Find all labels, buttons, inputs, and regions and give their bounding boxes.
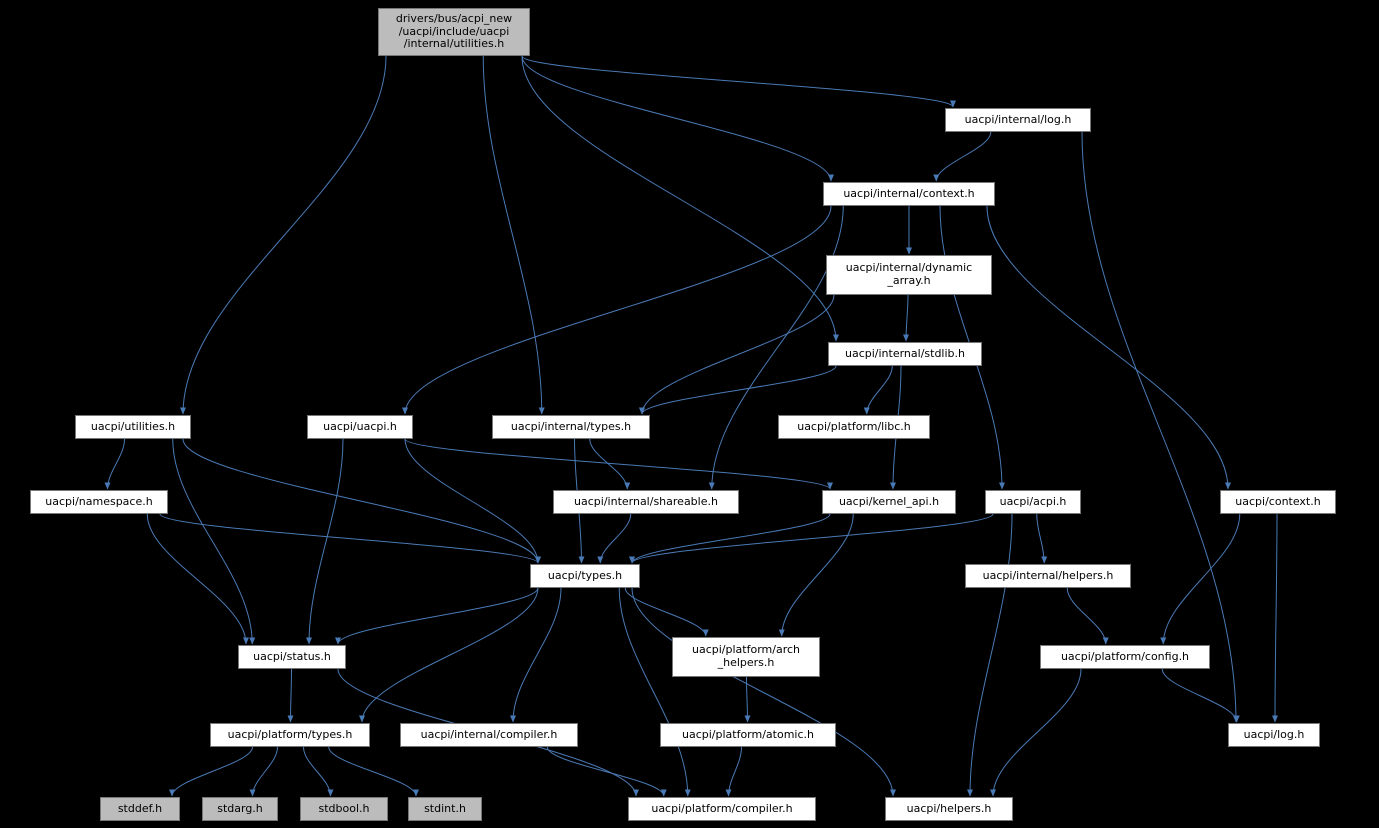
edge-kernel-api--arch-helpers <box>778 513 854 637</box>
graph-node-internal-context[interactable]: uacpi/internal/context.h <box>823 182 995 206</box>
edge-types--helpers <box>631 587 896 797</box>
edge-root--internal-context <box>521 55 834 182</box>
graph-node-stdint: stdint.h <box>408 797 482 821</box>
edge-platform-types--stdarg <box>249 746 278 797</box>
graph-node-log[interactable]: uacpi/log.h <box>1228 723 1320 747</box>
graph-node-internal-log[interactable]: uacpi/internal/log.h <box>945 108 1091 132</box>
edge-internal-log--log <box>1081 131 1239 723</box>
edge-root--internal-stdlib <box>521 55 839 342</box>
edge-kernel-api--types <box>629 513 831 564</box>
edge-root--internal-log <box>521 55 956 108</box>
edge-platform-types--stdbool <box>303 746 334 797</box>
edge-platform-types--stdint <box>328 746 419 797</box>
edge-internal-stdlib--platform-libc <box>863 365 893 415</box>
graph-node-uacpi[interactable]: uacpi/uacpi.h <box>307 415 413 439</box>
edge-types--platform-types <box>359 587 539 723</box>
edge-types--status <box>335 587 539 645</box>
graph-node-context[interactable]: uacpi/context.h <box>1220 490 1336 514</box>
graph-node-stdbool: stdbool.h <box>300 797 388 821</box>
edge-types--platform-compiler <box>618 587 691 797</box>
graph-node-platform-config[interactable]: uacpi/platform/config.h <box>1040 645 1210 669</box>
edge-internal-context--internal-shareable <box>708 205 844 490</box>
edge-platform-types--stddef <box>169 746 253 797</box>
edge-context--platform-config <box>1160 513 1241 645</box>
graph-node-helpers[interactable]: uacpi/helpers.h <box>885 797 1013 821</box>
edge-dynamic-array--internal-stdlib <box>903 294 910 342</box>
graph-node-arch-helpers[interactable]: uacpi/platform/arch _helpers.h <box>672 637 820 677</box>
graph-node-internal-helpers[interactable]: uacpi/internal/helpers.h <box>965 564 1131 588</box>
edge-internal-helpers--platform-config <box>1066 587 1109 645</box>
edge-root--utilities <box>180 55 387 415</box>
edge-acpi--helpers <box>967 513 1013 797</box>
edge-internal-stdlib--internal-types <box>639 365 837 415</box>
graph-node-status[interactable]: uacpi/status.h <box>238 645 346 669</box>
graph-node-internal-stdlib[interactable]: uacpi/internal/stdlib.h <box>828 342 982 366</box>
edge-namespace--status <box>146 513 249 645</box>
edge-types--internal-compiler <box>510 587 562 723</box>
edge-context--log <box>1272 513 1279 723</box>
edge-internal-context--uacpi <box>402 205 832 415</box>
graph-node-utilities[interactable]: uacpi/utilities.h <box>75 415 191 439</box>
graph-node-platform-compiler[interactable]: uacpi/platform/compiler.h <box>628 797 816 821</box>
edge-uacpi--status <box>306 438 344 645</box>
edge-acpi--types <box>629 513 994 564</box>
edge-uacpi--kernel-api <box>404 438 833 490</box>
edge-platform-config--log <box>1161 668 1240 723</box>
edge-acpi--internal-helpers <box>1036 513 1048 564</box>
edge-utilities--status <box>172 438 256 645</box>
graph-node-acpi[interactable]: uacpi/acpi.h <box>985 490 1081 514</box>
graph-node-platform-atomic[interactable]: uacpi/platform/atomic.h <box>660 723 836 747</box>
graph-node-internal-types[interactable]: uacpi/internal/types.h <box>492 415 650 439</box>
graph-node-dynamic-array[interactable]: uacpi/internal/dynamic _array.h <box>826 255 992 295</box>
graph-node-namespace[interactable]: uacpi/namespace.h <box>30 490 168 514</box>
edge-arch-helpers--platform-atomic <box>744 676 751 723</box>
edge-internal-types--internal-shareable <box>589 438 631 490</box>
graph-node-kernel-api[interactable]: uacpi/kernel_api.h <box>822 490 956 514</box>
graph-node-root: drivers/bus/acpi_new /uacpi/include/uacp… <box>378 8 530 56</box>
graph-node-stdarg: stdarg.h <box>202 797 278 821</box>
edge-status--platform-types <box>287 668 294 723</box>
edge-uacpi--types <box>404 438 541 564</box>
edge-internal-context--context <box>986 205 1231 490</box>
edge-root--internal-types <box>482 55 545 415</box>
edge-namespace--types <box>159 513 541 564</box>
edge-platform-atomic--platform-compiler <box>725 746 742 797</box>
edge-utilities--namespace <box>104 438 125 490</box>
edge-internal-compiler--platform-compiler <box>546 746 667 797</box>
graph-node-internal-compiler[interactable]: uacpi/internal/compiler.h <box>400 723 578 747</box>
graph-node-platform-libc[interactable]: uacpi/platform/libc.h <box>778 415 930 439</box>
graph-node-types[interactable]: uacpi/types.h <box>530 564 640 588</box>
edge-types--arch-helpers <box>624 587 709 637</box>
graph-node-platform-types[interactable]: uacpi/platform/types.h <box>210 723 370 747</box>
graph-node-stddef: stddef.h <box>100 797 180 821</box>
graph-node-internal-shareable[interactable]: uacpi/internal/shareable.h <box>553 490 739 514</box>
edge-internal-shareable--types <box>597 513 632 564</box>
edge-internal-log--internal-context <box>933 131 992 182</box>
edge-dynamic-array--internal-types <box>639 294 835 415</box>
edge-platform-config--helpers <box>990 668 1082 797</box>
edge-utilities--types <box>182 438 541 564</box>
